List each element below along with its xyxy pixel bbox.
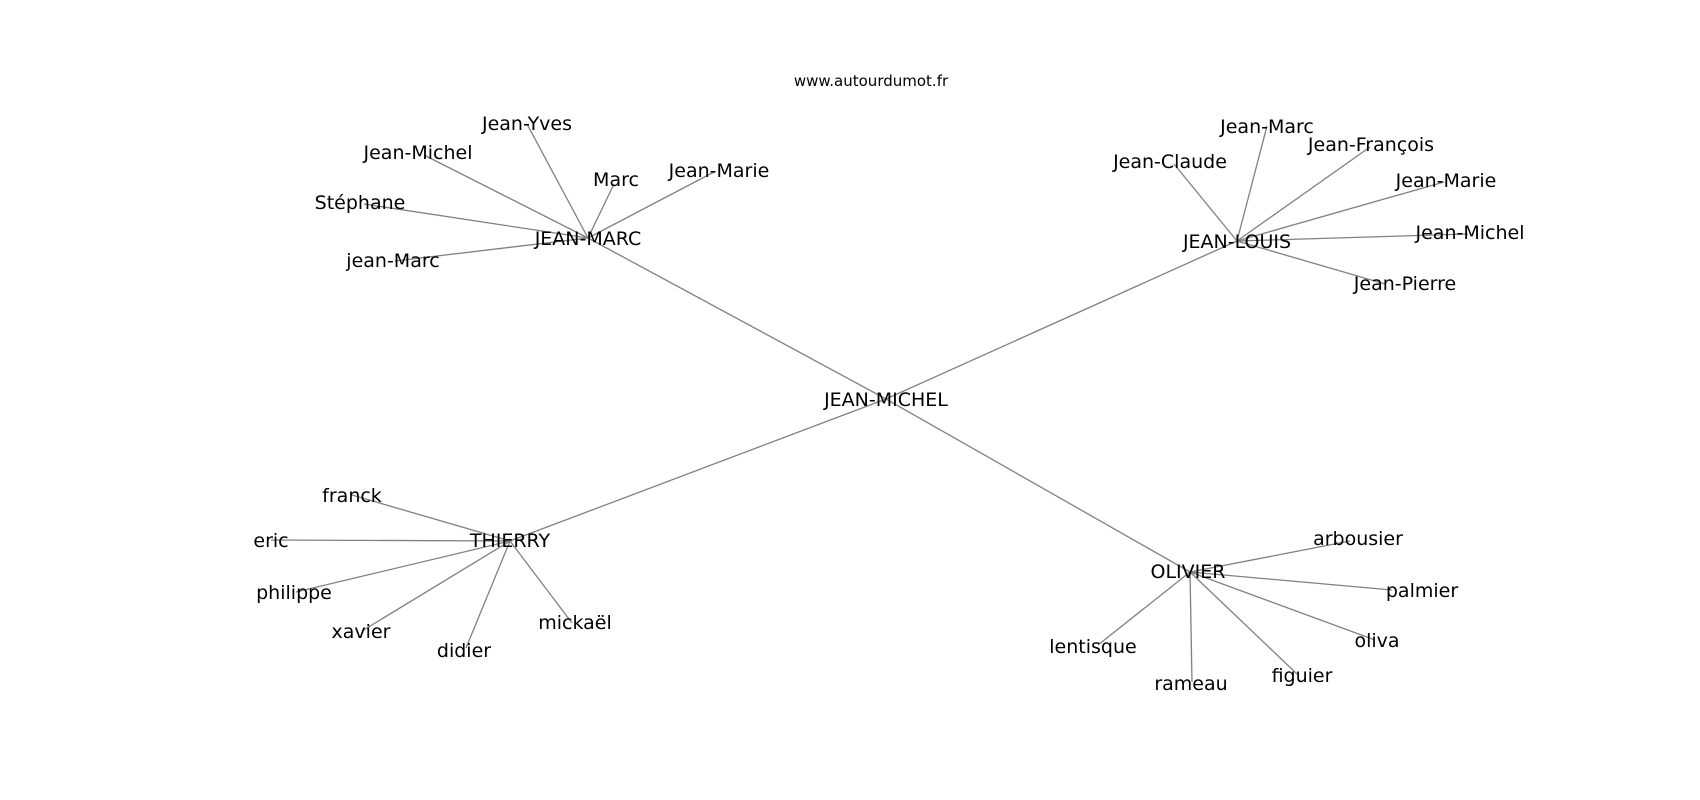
edge-thierry-mickael	[509, 540, 573, 624]
node-leaf-jean-marc-jean-marie[interactable]: Jean-Marie	[668, 160, 770, 182]
node-hub-jean-marc[interactable]: JEAN-MARC	[534, 228, 642, 250]
node-leaf-jean-louis-jean-pierre[interactable]: Jean-Pierre	[1353, 273, 1456, 295]
edge-jean-louis-jean-pierre	[1236, 240, 1386, 285]
node-leaf-olivier-lentisque[interactable]: lentisque	[1049, 636, 1136, 658]
node-hub-jean-louis[interactable]: JEAN-LOUIS	[1182, 231, 1291, 253]
edge-olivier-rameau	[1189, 571, 1193, 683]
edge-olivier-palmier	[1189, 571, 1393, 591]
node-leaf-thierry-franck[interactable]: franck	[322, 485, 382, 507]
edge-root-thierry	[509, 398, 887, 542]
node-leaf-thierry-didier[interactable]: didier	[437, 640, 491, 662]
node-leaf-jean-louis-jean-michel[interactable]: Jean-Michel	[1415, 222, 1525, 244]
node-leaf-olivier-arbousier[interactable]: arbousier	[1313, 528, 1403, 550]
node-leaf-jean-louis-jean-francois[interactable]: Jean-François	[1307, 134, 1434, 156]
node-leaf-jean-marc-marc[interactable]: Marc	[593, 169, 639, 191]
edge-root-jean-louis	[885, 240, 1238, 400]
edge-jean-louis-jean-marie	[1236, 181, 1445, 242]
graph-labels: JEAN-MICHEL JEAN-MARC Jean-YvesJean-Michel…	[253, 113, 1524, 695]
edge-olivier-lentisque	[1097, 571, 1191, 646]
node-leaf-olivier-rameau[interactable]: rameau	[1154, 673, 1227, 695]
edge-jean-louis-jean-marc	[1236, 125, 1268, 242]
node-leaf-jean-marc-jean-yves[interactable]: Jean-Yves	[481, 113, 572, 135]
node-leaf-jean-marc-jean-michel[interactable]: Jean-Michel	[363, 142, 473, 164]
node-leaf-jean-louis-jean-claude[interactable]: Jean-Claude	[1112, 151, 1227, 173]
node-leaf-thierry-eric[interactable]: eric	[253, 530, 288, 552]
edge-olivier-arbousier	[1189, 540, 1351, 573]
node-leaf-jean-marc-stephane[interactable]: Stéphane	[315, 192, 406, 214]
edge-jean-louis-jean-michel	[1236, 233, 1469, 242]
edge-thierry-didier	[465, 540, 511, 649]
edge-thierry-xavier	[361, 540, 511, 632]
edge-jean-marc-jean-yves	[526, 123, 589, 239]
node-leaf-olivier-oliva[interactable]: oliva	[1354, 630, 1399, 652]
node-leaf-thierry-xavier[interactable]: xavier	[332, 621, 391, 643]
edge-thierry-eric	[270, 539, 511, 542]
edge-root-jean-marc	[587, 237, 887, 400]
node-leaf-jean-louis-jean-marc[interactable]: Jean-Marc	[1219, 116, 1314, 138]
graph-edges	[270, 123, 1469, 683]
edge-jean-marc-jean-marc	[394, 237, 589, 262]
edge-jean-marc-marc	[587, 183, 615, 239]
edge-jean-louis-jean-francois	[1236, 146, 1371, 242]
edge-olivier-figuier	[1189, 571, 1298, 675]
node-leaf-olivier-figuier[interactable]: figuier	[1272, 665, 1333, 687]
node-hub-olivier[interactable]: OLIVIER	[1151, 561, 1226, 583]
node-leaf-thierry-philippe[interactable]: philippe	[256, 582, 332, 604]
edge-jean-louis-jean-claude	[1173, 163, 1238, 242]
edge-jean-marc-stephane	[363, 203, 589, 239]
edge-jean-marc-jean-michel	[423, 154, 589, 239]
node-leaf-jean-louis-jean-marie[interactable]: Jean-Marie	[1395, 170, 1497, 192]
node-leaf-jean-marc-jean-marc[interactable]: jean-Marc	[345, 250, 439, 272]
node-leaf-olivier-palmier[interactable]: palmier	[1386, 580, 1458, 602]
edge-jean-marc-jean-marie	[587, 171, 715, 239]
node-root-jean-michel[interactable]: JEAN-MICHEL	[823, 389, 948, 411]
node-hub-thierry[interactable]: THIERRY	[469, 530, 551, 552]
site-title: www.autourdumot.fr	[793, 72, 949, 90]
node-leaf-thierry-mickael[interactable]: mickaël	[538, 612, 612, 634]
edge-thierry-franck	[351, 494, 511, 542]
edge-root-olivier	[885, 398, 1191, 573]
edge-thierry-philippe	[295, 540, 511, 593]
edge-olivier-oliva	[1189, 571, 1376, 641]
